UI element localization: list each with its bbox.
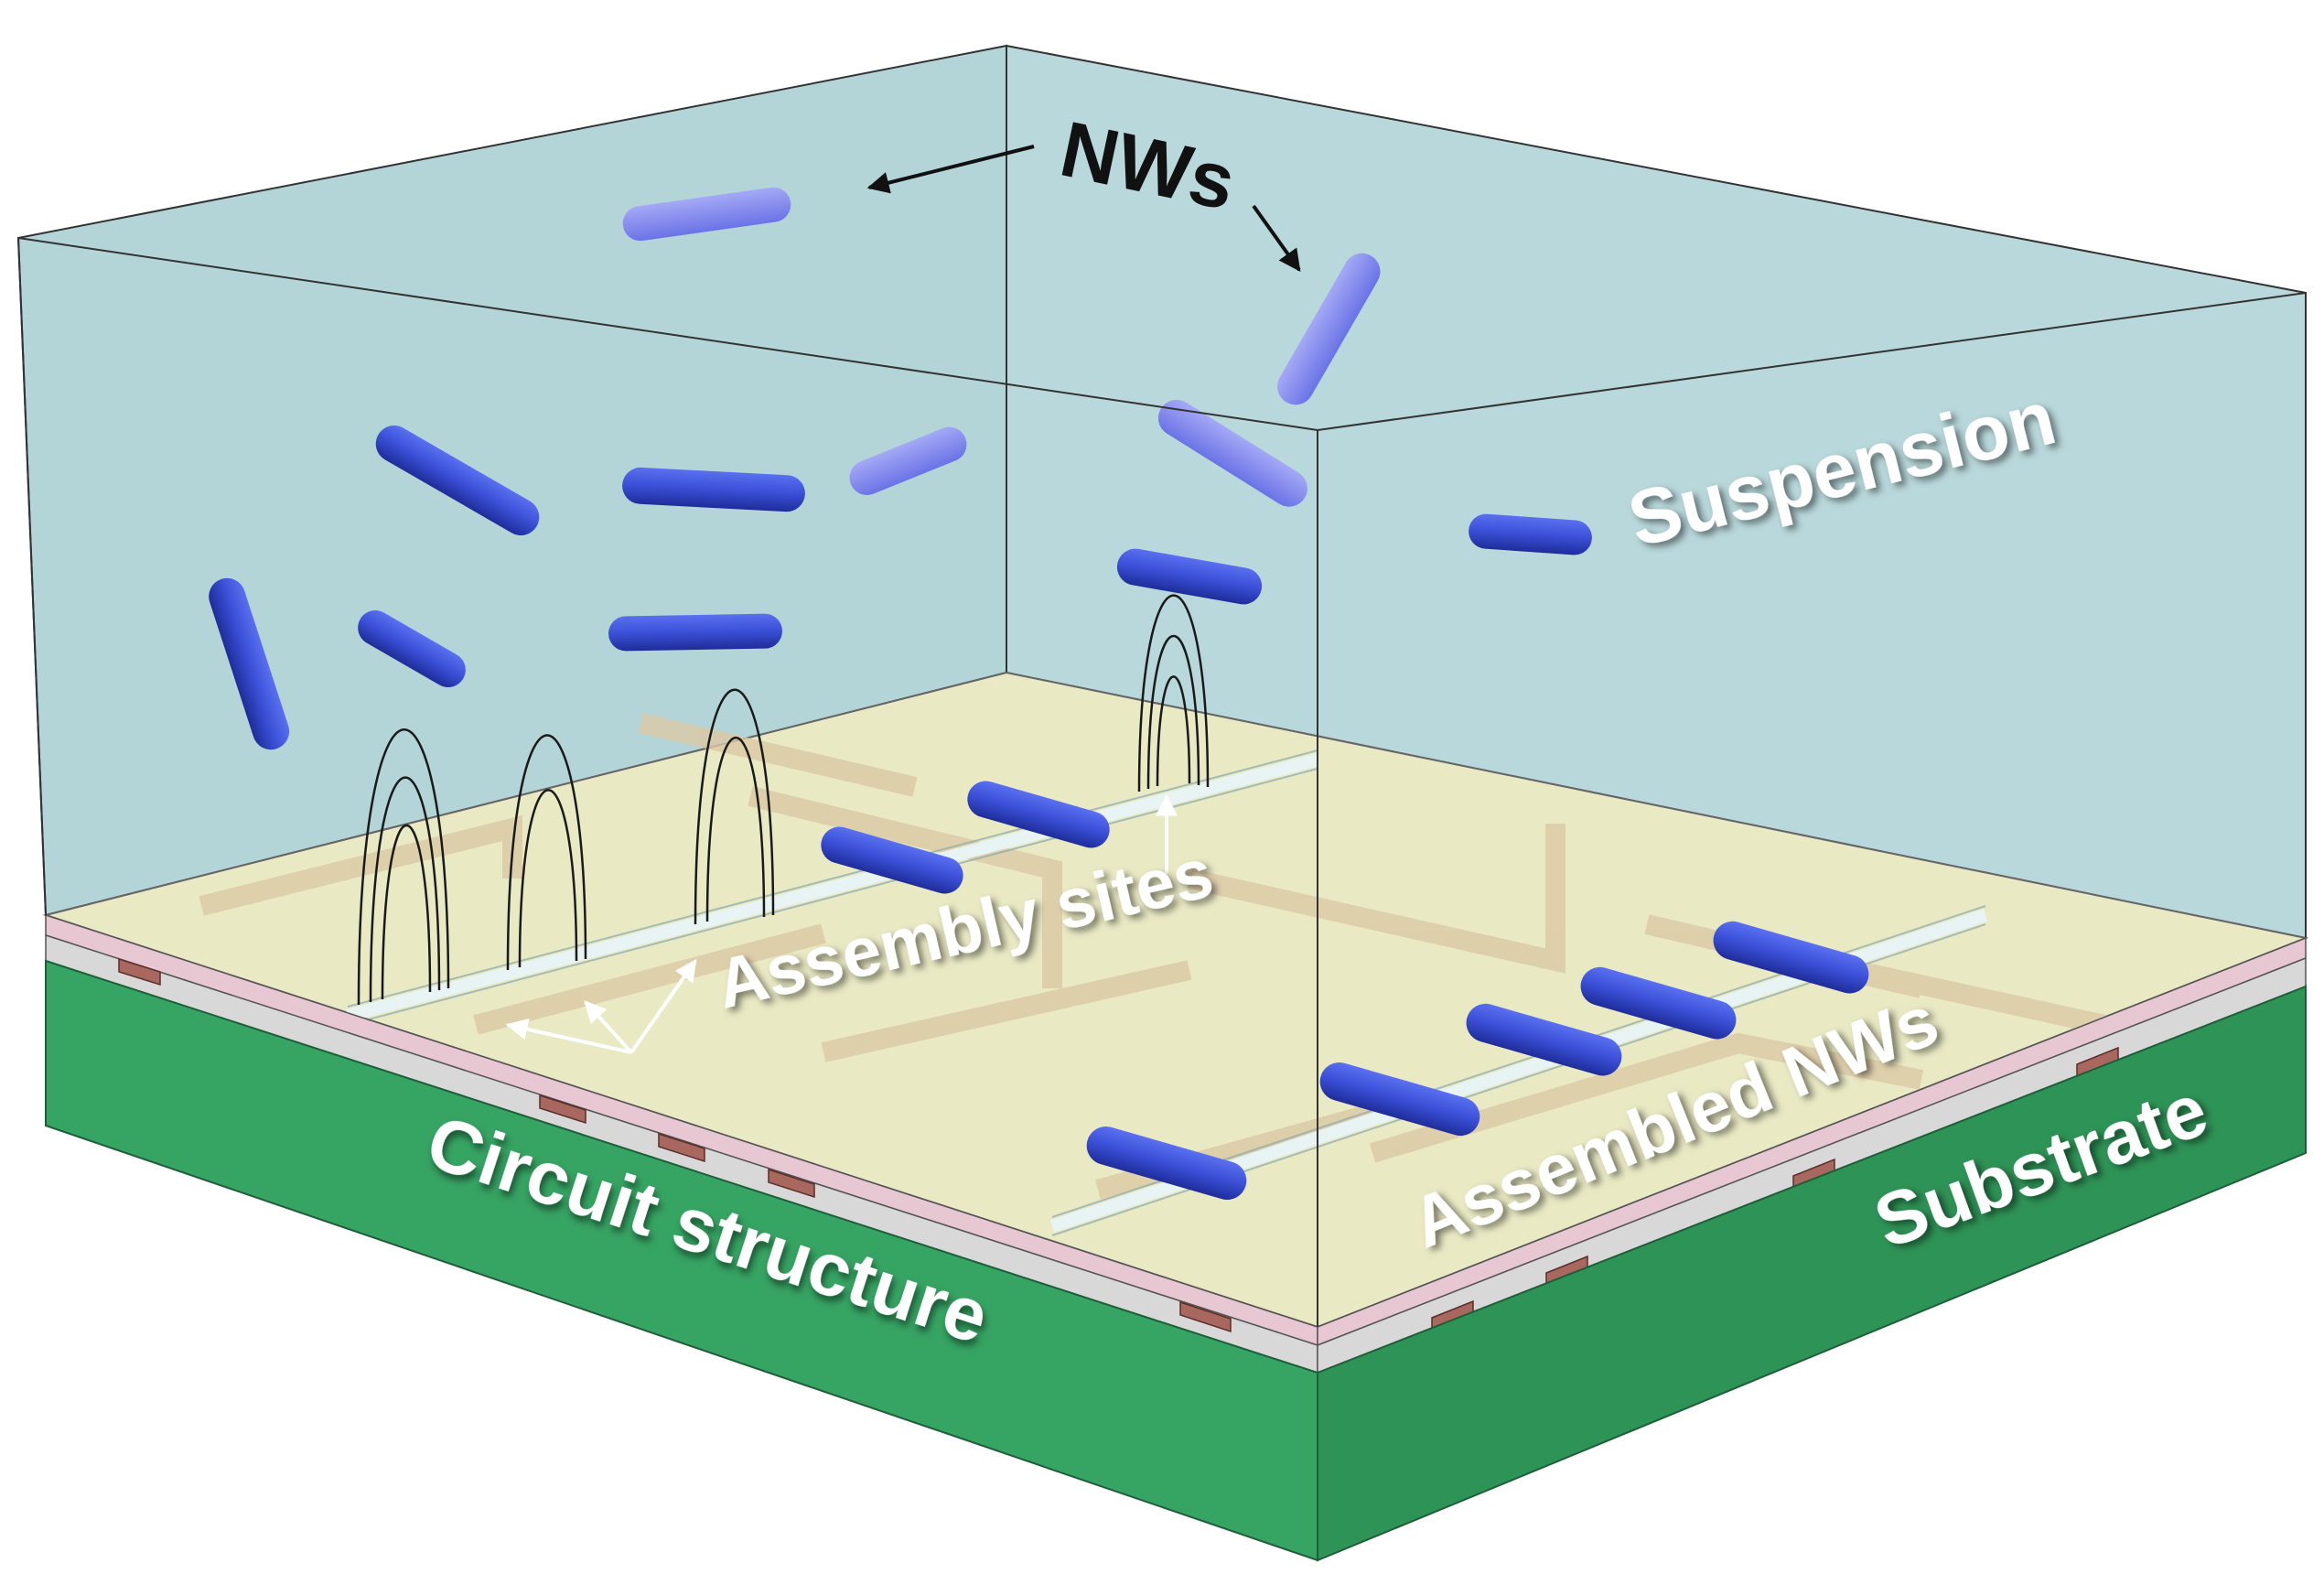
nanowire [1086,1126,1247,1201]
field-lines [357,594,1210,1006]
nanowire [209,577,290,750]
nanowire [1580,966,1737,1040]
nws-arrow-right [1252,204,1301,272]
nanowire [1277,253,1381,405]
nanowire [821,826,963,894]
assembly-sites-arrow-3 [629,959,697,1054]
nanowire [849,426,967,495]
assembly-sites-arrow-1 [505,1018,632,1054]
nanowire [1116,548,1263,605]
nanowire [375,426,540,535]
nanowire [622,467,805,512]
circuit-floor [42,671,2309,1329]
substrate-front-right [1317,985,2307,1562]
nanowire [1319,1062,1480,1137]
nanowire [1713,921,1869,994]
circuit-layers [45,913,2307,1375]
assembled-nanowires [821,781,1869,1201]
suspension-box-front-edges [17,237,2307,1327]
nanowire [622,187,791,242]
assembly-sites-arrow-2 [584,1000,633,1054]
suspended-nanowires [209,187,1592,750]
nanowire [608,613,782,652]
nanowire [967,781,1110,848]
nanowire [358,610,466,687]
nanowire [1469,513,1592,555]
substrate [45,959,2307,1562]
nws-arrow-left [866,145,1035,194]
nanowire [1466,1003,1622,1076]
nanowire [1157,399,1307,507]
annotation-arrows [505,145,1301,1054]
